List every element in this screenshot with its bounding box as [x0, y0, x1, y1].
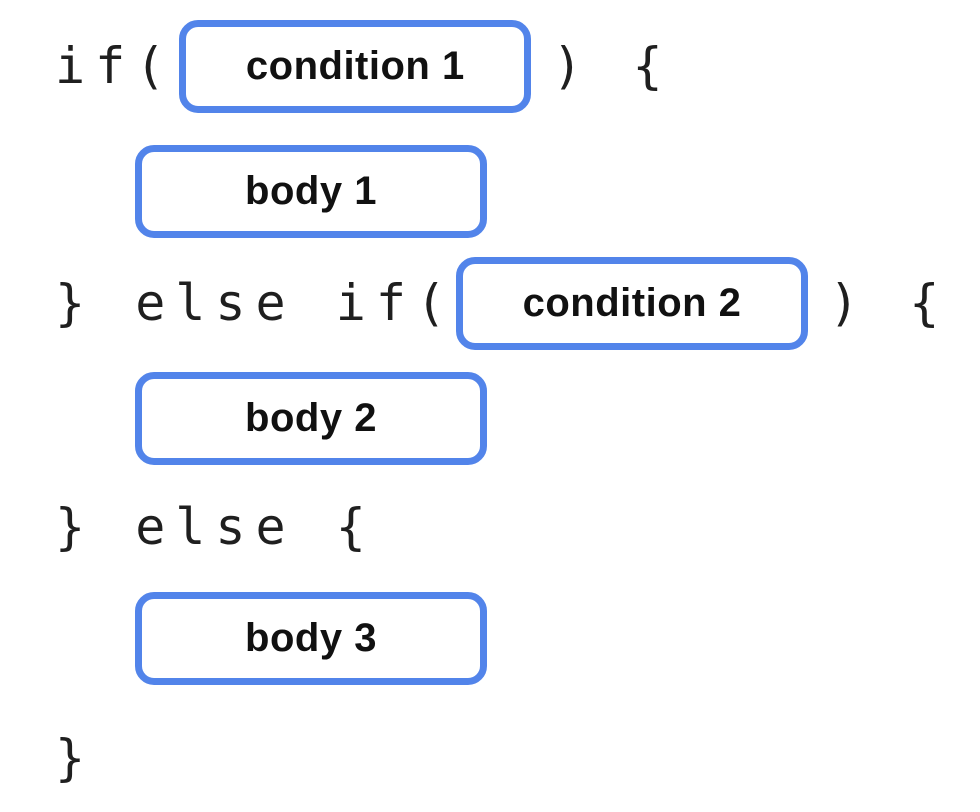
- body2-slot-box[interactable]: body 2: [135, 372, 487, 465]
- body2-label: body 2: [245, 396, 377, 440]
- code-line-else: } else {: [55, 481, 376, 574]
- code-text-closing-brace: }: [55, 729, 96, 787]
- body3-row: body 3: [135, 592, 487, 685]
- body3-label: body 3: [245, 616, 377, 660]
- condition1-label: condition 1: [245, 44, 465, 88]
- condition2-label: condition 2: [522, 281, 742, 325]
- code-line-closing-brace: }: [55, 712, 95, 805]
- condition1-slot-box[interactable]: condition 1: [179, 20, 532, 113]
- code-text-else-if-open: } else if(: [55, 274, 457, 332]
- code-text-if-open: if(: [55, 37, 176, 95]
- code-line-else-if: } else if( condition 2 ) {: [55, 257, 949, 350]
- code-text-if-close: ) {: [552, 37, 673, 95]
- body1-slot-box[interactable]: body 1: [135, 145, 487, 238]
- body1-row: body 1: [135, 145, 487, 238]
- body3-slot-box[interactable]: body 3: [135, 592, 487, 685]
- code-text-else: } else {: [55, 498, 376, 556]
- condition2-slot-box[interactable]: condition 2: [456, 257, 809, 350]
- code-line-if: if( condition 1 ) {: [55, 20, 673, 113]
- body2-row: body 2: [135, 372, 487, 465]
- code-text-else-if-close: ) {: [829, 274, 950, 332]
- body1-label: body 1: [245, 169, 377, 213]
